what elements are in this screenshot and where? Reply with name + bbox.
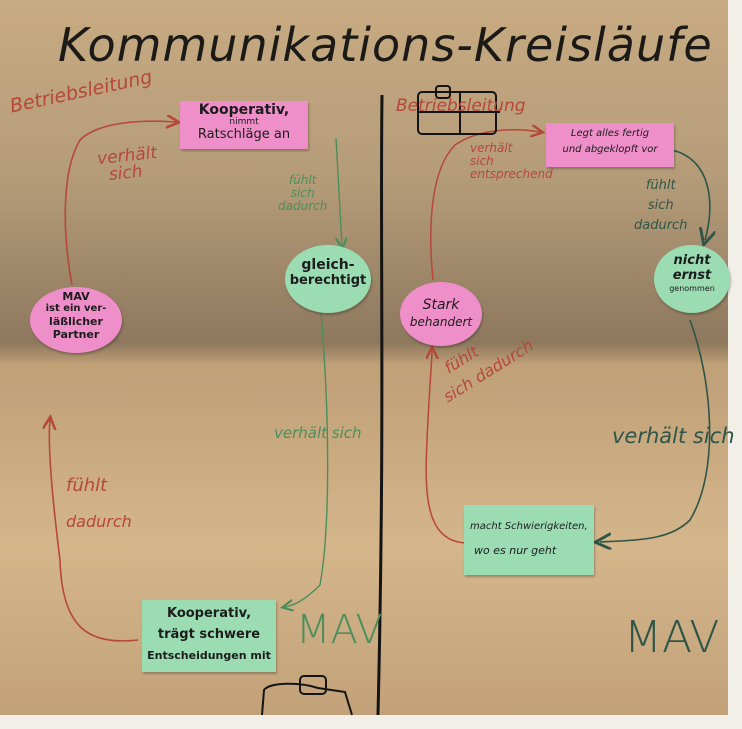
left-footer-mav: MAV (296, 607, 383, 653)
oval-line: berechtigt (289, 273, 367, 288)
divider-line (376, 94, 384, 716)
arrow-right-red-mid (425, 350, 466, 544)
oval-line: läßlicher (49, 315, 103, 328)
oval-line: Stark (422, 297, 460, 313)
label-line: dadurch (634, 218, 688, 233)
people-group-icon (261, 675, 353, 716)
arrow-left-red-bottom (49, 420, 139, 642)
card-line: Legt alles fertig (570, 128, 650, 139)
right-footer-mav: MAV (624, 612, 720, 663)
right-oval-green: nicht ernst genommen (654, 245, 730, 313)
left-arrow-label-bottom: fühlt dadurch (66, 468, 132, 540)
left-arrow-label-green-top: fühlt sich dadurch (278, 174, 327, 213)
arrow-left-green-top (336, 137, 342, 246)
right-top-card: Legt alles fertig und abgeklopft vor (546, 123, 674, 167)
label-line: entsprechend (470, 167, 553, 181)
label-line: verhält (470, 141, 513, 155)
right-bottom-card: macht Schwierigkeiten, wo es nur geht (464, 505, 594, 575)
label-line: sich (290, 186, 315, 200)
label-line: sich (647, 198, 674, 213)
card-line: Kooperativ, (166, 606, 252, 621)
left-oval-pink: MAV ist ein ver- läßlicher Partner (30, 287, 122, 353)
card-line: Entscheidungen mit (147, 649, 271, 662)
label-line: fühlt (288, 173, 317, 187)
card-line: trägt schwere (157, 627, 261, 642)
oval-line: genommen (669, 284, 715, 293)
left-arrow-label-top: verhält sich (96, 143, 159, 185)
page-title: Kommunikations-Kreisläufe (58, 18, 713, 72)
arrow-left-red-top (64, 121, 176, 286)
oval-line: behandert (409, 315, 473, 329)
oval-line: ist ein ver- (45, 303, 107, 314)
right-arrow-label-dark-top: fühlt sich dadurch (634, 176, 687, 236)
card-line: macht Schwierigkeiten, (470, 521, 588, 532)
people-group-icon (417, 85, 500, 135)
oval-line: nicht (673, 253, 711, 268)
oval-line: MAV (62, 290, 90, 303)
arrow-right-dark-mid (600, 319, 711, 542)
label-line: fühlt (66, 475, 108, 496)
right-oval-pink: Stark behandert (400, 282, 482, 346)
left-bottom-card: Kooperativ, trägt schwere Entscheidungen… (142, 600, 276, 672)
label-line: fühlt (645, 178, 676, 193)
arrow-right-red-top (430, 130, 540, 281)
arrow-right-dark-top (671, 149, 710, 240)
left-top-card: Kooperativ, nimmt Ratschläge an (180, 101, 308, 149)
arrow-left-green-mid (285, 311, 329, 607)
card-line: und abgeklopft vor (562, 144, 658, 155)
card-line: wo es nur geht (474, 544, 557, 557)
right-arrow-label-top: verhält sich entsprechend (470, 142, 553, 181)
label-line: sich (470, 154, 494, 168)
oval-line: Partner (52, 328, 100, 341)
card-line: nimmt (229, 117, 259, 127)
oval-line: ernst (672, 268, 712, 283)
right-arrow-label-dark-mid: verhält sich (612, 424, 735, 448)
right-header: Betriebsleitung (396, 96, 526, 116)
left-oval-green: gleich- berechtigt (285, 245, 371, 313)
card-line: Kooperativ, (198, 102, 290, 118)
oval-line: gleich- (301, 257, 355, 273)
left-arrow-label-green-mid: verhält sich (274, 424, 362, 442)
label-line: dadurch (66, 512, 132, 531)
label-line: dadurch (278, 199, 328, 213)
card-line: Ratschläge an (197, 127, 291, 142)
